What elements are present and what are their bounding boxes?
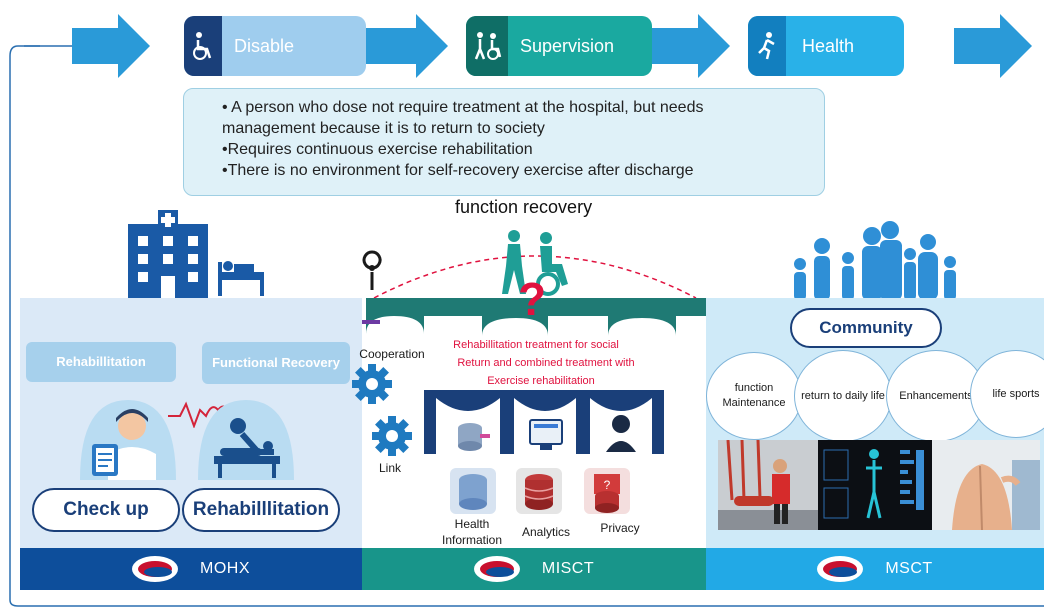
question-mark-icon: ? xyxy=(518,273,547,325)
red-text-line: Return and combined treatment with xyxy=(457,357,635,369)
community-button[interactable]: Community xyxy=(790,308,942,348)
stage-health: Health xyxy=(748,16,904,76)
data-arch-graphic xyxy=(424,390,664,454)
monitor-icon xyxy=(529,419,563,450)
enhancements-circle: Enhancements xyxy=(886,350,986,442)
info-line: •There is no environment for self-recove… xyxy=(222,162,694,179)
info-line: •Requires continuous exercise rehabilita… xyxy=(222,141,533,158)
assisted-walking-icon xyxy=(466,16,508,76)
flow-arrow-1 xyxy=(72,14,150,78)
flow-arrow-2 xyxy=(366,14,448,78)
doctor-icon xyxy=(80,400,176,480)
stage-label: Supervision xyxy=(520,35,615,56)
family-group-icon xyxy=(794,221,956,300)
government-emblem-icon xyxy=(132,556,178,582)
stage-label: Disable xyxy=(234,35,295,56)
link-gear-icon xyxy=(372,416,412,456)
rehabilitation-tag: Rehabillitation xyxy=(26,342,176,382)
stage-disable: Disable xyxy=(184,16,366,76)
function-maintenance-circle: function Maintenance xyxy=(706,352,802,440)
rehabilitation-button[interactable]: Rehabilllitation xyxy=(182,488,340,532)
footer-mohx: MOHX xyxy=(20,548,362,590)
footer-label: MISCT xyxy=(541,560,595,577)
body-analysis-screen-photo xyxy=(818,440,932,530)
function-recovery-title: function recovery xyxy=(455,197,593,217)
wheelchair-icon xyxy=(184,16,222,76)
analytics-icon xyxy=(516,468,562,514)
red-text-line: Exercise rehabilitation xyxy=(487,375,595,387)
footer-label: MSCT xyxy=(885,560,933,577)
privacy-label: Privacy xyxy=(600,521,640,535)
cooperation-label: Cooperation xyxy=(359,347,425,361)
walking-people-icon xyxy=(502,230,568,296)
info-box: • A person who dose not require treatmen… xyxy=(183,88,825,196)
stage-supervision: Supervision xyxy=(466,16,652,76)
privacy-icon: ? xyxy=(584,468,630,514)
health-information-icon xyxy=(450,468,496,514)
info-line: management because it is to return to so… xyxy=(222,120,545,137)
running-person-icon xyxy=(748,16,786,76)
life-sports-circle: life sports xyxy=(970,350,1044,438)
svg-text:?: ? xyxy=(604,478,611,492)
flow-arrow-4 xyxy=(954,14,1032,78)
health-information-label: Health Information xyxy=(441,517,503,547)
footer-msct: MSCT xyxy=(706,548,1044,590)
red-text-line: Rehabillitation treatment for social xyxy=(453,339,619,351)
bridge-graphic xyxy=(362,250,706,336)
government-emblem-icon xyxy=(817,556,864,582)
hospital-icon xyxy=(128,210,264,298)
analytics-label: Analytics xyxy=(521,525,571,539)
functional-recovery-tag: Functional Recovery xyxy=(202,342,350,384)
link-label: Link xyxy=(378,461,401,475)
footer-label: MOHX xyxy=(200,560,250,577)
sling-exercise-photo xyxy=(718,440,818,530)
footer-misct: MISCT xyxy=(362,548,706,590)
government-emblem-icon xyxy=(473,556,520,582)
stage-label: Health xyxy=(802,35,855,56)
flow-arrow-3 xyxy=(652,14,730,78)
physiotherapy-photo xyxy=(932,440,1040,530)
user-silhouette-icon xyxy=(606,415,636,452)
return-to-daily-life-circle: return to daily life xyxy=(794,350,892,442)
massage-therapy-icon xyxy=(198,400,294,480)
cooperation-gear-icon xyxy=(352,364,392,404)
check-up-button[interactable]: Check up xyxy=(32,488,180,532)
info-line: • A person who dose not require treatmen… xyxy=(222,99,704,116)
database-icon xyxy=(458,423,490,451)
